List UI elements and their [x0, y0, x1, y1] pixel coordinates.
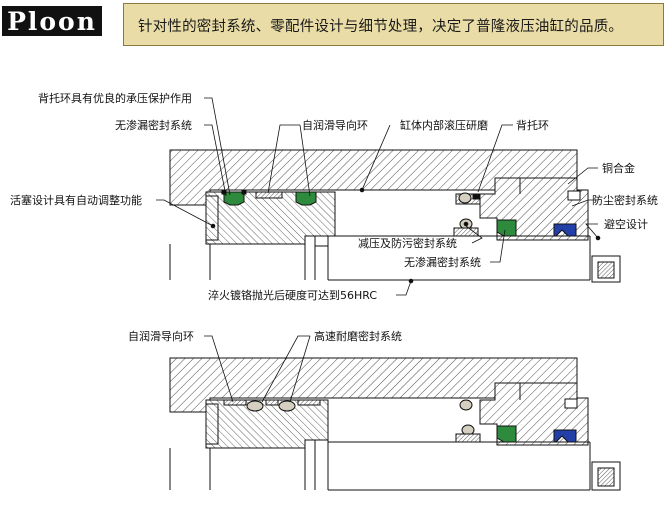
piston-2	[205, 399, 329, 449]
top-assembly	[169, 149, 621, 284]
banner-text: 针对性的密封系统、零配件设计与细节处理，决定了普隆液压油缸的品质。	[138, 19, 624, 35]
top-callouts	[156, 97, 599, 296]
label-relief-design: 避空设计	[604, 217, 648, 231]
label-no-leak-left: 无渗漏密封系统	[115, 118, 192, 132]
ploon-logo: Ploon	[2, 6, 102, 36]
bottom-assembly	[169, 357, 621, 491]
bottom-callouts	[204, 335, 311, 403]
label-piston-auto: 活塞设计具有自动调整功能	[10, 193, 142, 207]
seal-green-rod	[496, 219, 517, 237]
label-backup-ring-pressure: 背托环具有优良的承压保护作用	[38, 91, 192, 105]
header-banner: 针对性的密封系统、零配件设计与细节处理，决定了普隆液压油缸的品质。	[123, 3, 664, 46]
label-backup-ring: 背托环	[516, 118, 549, 132]
label-pressure-relief: 减压及防污密封系统	[358, 236, 457, 250]
label-self-lube-guide-2: 自润滑导向环	[128, 329, 194, 343]
seal-green-left	[223, 191, 245, 206]
guide-ring-top	[255, 191, 283, 199]
seal-green-mid	[295, 191, 317, 206]
label-high-speed: 高速耐磨密封系统	[314, 329, 402, 343]
label-copper-alloy: 铜合金	[602, 161, 635, 175]
seal-blue-dust	[553, 223, 577, 237]
label-dust-seal: 防尘密封系统	[592, 193, 658, 207]
label-chrome: 淬火镀铬抛光后硬度可达到56HRC	[208, 288, 377, 302]
label-no-leak-right: 无渗漏密封系统	[404, 255, 481, 269]
seal-green-rod-2	[496, 425, 517, 443]
logo-text: Ploon	[7, 7, 97, 36]
label-self-lube-guide: 自润滑导向环	[302, 118, 368, 132]
seal-blue-dust-2	[553, 429, 577, 443]
label-bore-roll: 缸体内部滚压研磨	[400, 118, 488, 132]
